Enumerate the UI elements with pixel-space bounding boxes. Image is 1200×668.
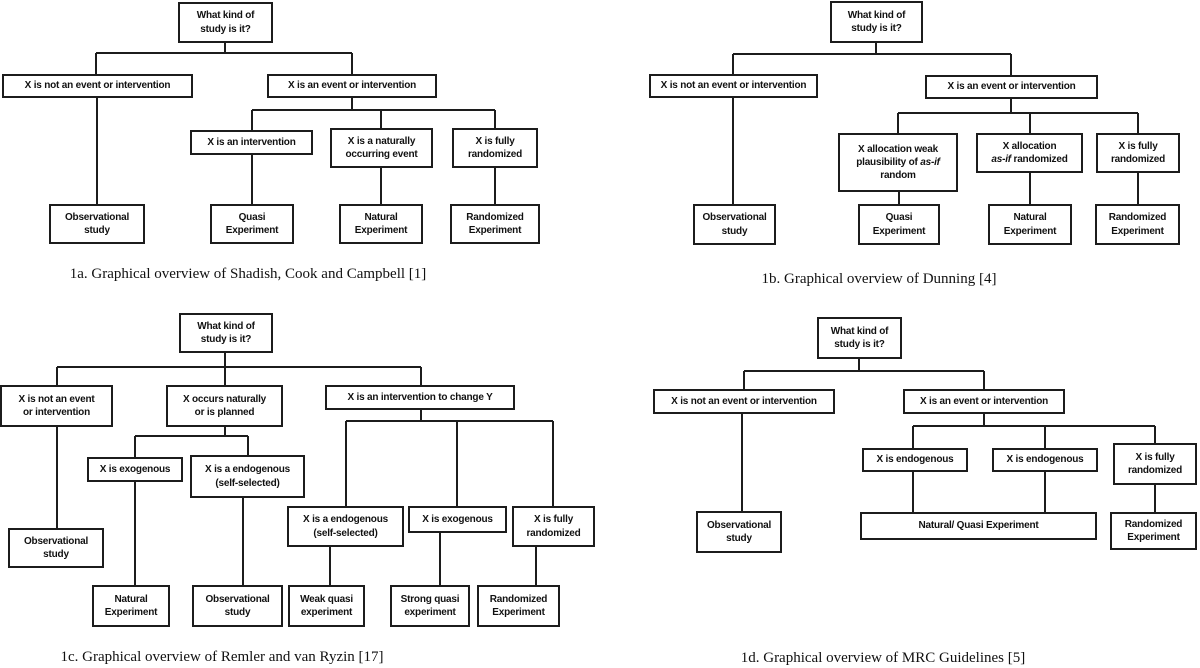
node-1c-natural: Natural Experiment	[92, 585, 170, 627]
node-1b-randomized: Randomized Experiment	[1095, 204, 1180, 245]
label-part: X allocation weak plausibility of	[856, 143, 938, 168]
node-1c-exogenous-right: X is exogenous	[408, 506, 507, 533]
label-part: random	[880, 170, 916, 182]
node-1a-observational: Observational study	[49, 204, 145, 244]
label-part: X allocation	[1002, 140, 1057, 152]
node-1c-observational-left: Observational study	[8, 528, 104, 568]
node-1d-not-event: X is not an event or intervention	[653, 389, 835, 414]
node-1d-root: What kind of study is it?	[817, 317, 902, 359]
node-1c-exogenous-mid: X is exogenous	[87, 457, 183, 482]
node-1d-endogenous-1: X is endogenous	[862, 448, 968, 472]
node-1b-natural: Natural Experiment	[988, 204, 1072, 245]
node-1b-asif-randomized: X allocation as-if randomized	[976, 133, 1083, 173]
connectors-1b	[732, 43, 1139, 204]
node-1b-root: What kind of study is it?	[830, 1, 923, 43]
node-1c-endogenous-right: X is a endogenous (self-selected)	[287, 506, 404, 547]
node-1a-quasi: Quasi Experiment	[210, 204, 294, 244]
node-1d-event: X is an event or intervention	[903, 389, 1065, 414]
node-1a-fully-randomized: X is fully randomized	[452, 128, 538, 168]
caption-1d: 1d. Graphical overview of MRC Guidelines…	[740, 650, 1026, 666]
node-1b-observational: Observational study	[693, 204, 776, 245]
node-1d-endogenous-2: X is endogenous	[992, 448, 1098, 472]
node-1c-endogenous-mid: X is a endogenous (self-selected)	[190, 455, 305, 498]
node-1c-root: What kind of study is it?	[179, 313, 273, 353]
node-1d-natural-quasi: Natural/ Quasi Experiment	[860, 512, 1097, 540]
node-1d-observational: Observational study	[696, 511, 782, 553]
node-1c-occurs-naturally: X occurs naturally or is planned	[166, 385, 283, 427]
node-1c-observational-mid: Observational study	[192, 585, 283, 627]
node-1c-strong-quasi: Strong quasi experiment	[390, 585, 470, 627]
node-1b-fully-randomized: X is fully randomized	[1096, 133, 1180, 173]
node-1a-natural-event: X is a naturally occurring event	[330, 128, 433, 168]
node-1c-intervention-change-y: X is an intervention to change Y	[325, 385, 515, 410]
node-1a-natural: Natural Experiment	[339, 204, 423, 244]
node-1a-not-event: X is not an event or intervention	[2, 74, 193, 98]
node-1d-fully-randomized: X is fully randomized	[1113, 443, 1197, 485]
node-1c-fully-randomized: X is fully randomized	[512, 506, 595, 547]
node-1a-event: X is an event or intervention	[267, 74, 437, 98]
node-1a-intervention: X is an intervention	[190, 130, 313, 155]
node-1c-randomized: Randomized Experiment	[477, 585, 560, 627]
node-1b-quasi: Quasi Experiment	[858, 204, 940, 245]
node-1c-weak-quasi: Weak quasi experiment	[288, 585, 365, 627]
label-italic-as-if: as-if	[920, 156, 940, 168]
connectors-1d	[741, 359, 1156, 512]
label-italic-as-if: as-if	[991, 154, 1011, 165]
node-1d-randomized: Randomized Experiment	[1110, 512, 1197, 550]
node-1c-not-event: X is not an event or intervention	[0, 385, 113, 427]
label-part: randomized	[1010, 154, 1068, 165]
caption-1a: 1a. Graphical overview of Shadish, Cook …	[69, 266, 427, 282]
node-1a-root: What kind of study is it?	[178, 2, 273, 43]
node-1b-event: X is an event or intervention	[925, 75, 1098, 99]
node-label: X allocation weak plausibility of as-if …	[856, 143, 940, 183]
caption-1c: 1c. Graphical overview of Remler and van…	[60, 649, 384, 665]
node-label: X allocation as-if randomized	[991, 140, 1067, 166]
node-1b-not-event: X is not an event or intervention	[649, 74, 818, 98]
node-1b-weak-asif: X allocation weak plausibility of as-if …	[838, 133, 958, 192]
connectors-1a	[95, 43, 496, 204]
connectors-1c	[56, 353, 554, 585]
node-1a-randomized: Randomized Experiment	[450, 204, 540, 244]
caption-1b: 1b. Graphical overview of Dunning [4]	[761, 271, 997, 287]
